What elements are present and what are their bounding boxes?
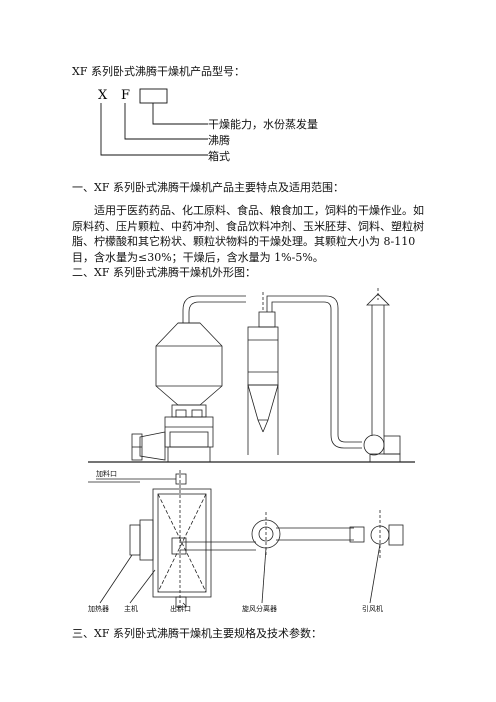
section1-heading: 一、XF 系列卧式沸腾干燥机产品主要特点及适用范围： — [72, 181, 344, 194]
label-discharge: 出料口 — [170, 604, 191, 613]
label-box: 箱式 — [208, 150, 230, 163]
section3-heading: 三、XF 系列卧式沸腾干燥机主要规格及技术参数： — [72, 627, 322, 640]
equipment-drawing: 加料口 加热器 主机 出料口 旋风分离器 引风机 — [88, 288, 415, 613]
section2-heading: 二、XF 系列卧式沸腾干燥机外形图： — [72, 266, 256, 279]
label-capacity: 干燥能力，水份蒸发量 — [208, 118, 318, 131]
capacity-box — [139, 88, 168, 104]
label-heater: 加热器 — [88, 604, 109, 613]
label-fan: 引风机 — [362, 604, 383, 613]
model-code-diagram: X F — [98, 88, 208, 156]
label-boiling: 沸腾 — [208, 134, 230, 147]
section1-body: 适用于医药药品、化工原料、食品、粮食加工，饲料的干燥作业。如原料药、压片颗粒、中… — [72, 204, 424, 264]
label-cyclone: 旋风分离器 — [242, 604, 277, 613]
label-main: 主机 — [124, 604, 138, 613]
model-letter-x: X — [98, 88, 108, 103]
label-feed: 加料口 — [96, 469, 117, 478]
model-heading: XF 系列卧式沸腾干燥机产品型号： — [72, 65, 245, 78]
model-letter-f: F — [121, 88, 130, 103]
